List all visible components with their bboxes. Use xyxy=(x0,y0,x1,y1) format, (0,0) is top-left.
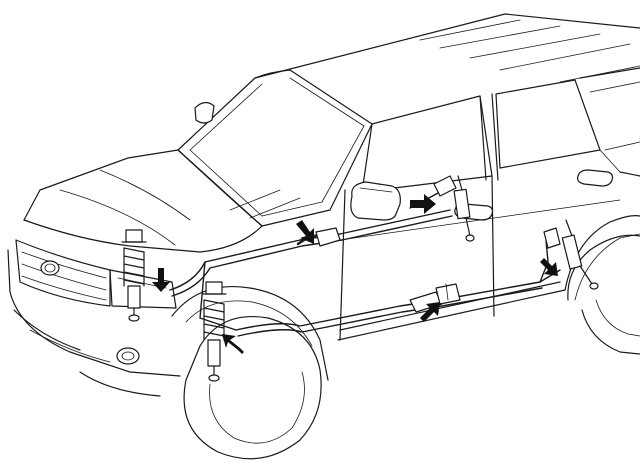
front-left-damper xyxy=(201,281,227,382)
callout-arrow-center-valve xyxy=(420,302,440,322)
vehicle-body xyxy=(177,13,640,341)
callout-arrow-front-left-damper xyxy=(222,334,244,354)
front-wheel xyxy=(171,285,329,460)
rear-right-damper xyxy=(561,219,599,290)
callout-arrow-front-right-damper xyxy=(152,268,170,292)
front-right-damper xyxy=(121,229,147,322)
callout-arrow-rear-right-damper xyxy=(540,258,558,276)
rear-left-damper xyxy=(453,175,475,242)
rear-wheel xyxy=(567,234,640,355)
front-end xyxy=(7,101,263,397)
callout-arrow-rear-left-damper xyxy=(410,194,436,214)
callout-arrow-front-pipe-junction xyxy=(296,220,314,244)
